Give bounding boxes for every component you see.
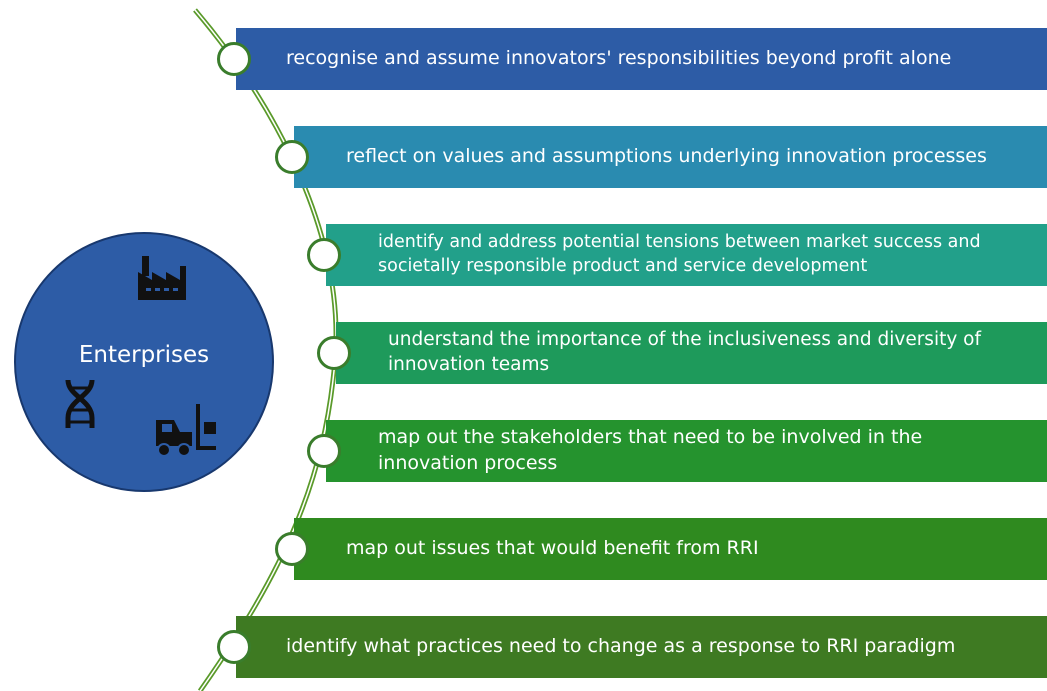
item-bar-2: reflect on values and assumptions underl… [294, 126, 1047, 188]
item-text-1: recognise and assume innovators' respons… [286, 47, 952, 70]
item-bar-4: understand the importance of the inclusi… [336, 322, 1047, 384]
item-text-7: identify what practices need to change a… [286, 635, 956, 658]
factory-icon [138, 256, 186, 300]
item-bar-1: recognise and assume innovators' respons… [236, 28, 1047, 90]
timeline-node [275, 532, 309, 566]
item-bar-3: identify and address potential tensions … [326, 224, 1047, 286]
timeline-node [217, 42, 251, 76]
item-bar-7: identify what practices need to change a… [236, 616, 1047, 678]
hub-label: Enterprises [78, 342, 210, 368]
item-text-6: map out issues that would benefit from R… [346, 537, 759, 560]
forklift-icon [156, 404, 216, 457]
timeline-node [307, 238, 341, 272]
enterprises-hub: Enterprises [14, 232, 274, 492]
timeline-node [275, 140, 309, 174]
item-bar-5: map out the stakeholders that need to be… [326, 420, 1047, 482]
timeline-node [307, 434, 341, 468]
item-text-2: reflect on values and assumptions underl… [346, 145, 987, 168]
item-text-4: understand the importance of the inclusi… [388, 329, 982, 375]
item-text-3: identify and address potential tensions … [378, 232, 981, 276]
dna-icon [65, 379, 95, 428]
item-bar-6: map out issues that would benefit from R… [294, 518, 1047, 580]
timeline-node [317, 336, 351, 370]
item-text-5: map out the stakeholders that need to be… [378, 426, 923, 474]
timeline-node [217, 630, 251, 664]
